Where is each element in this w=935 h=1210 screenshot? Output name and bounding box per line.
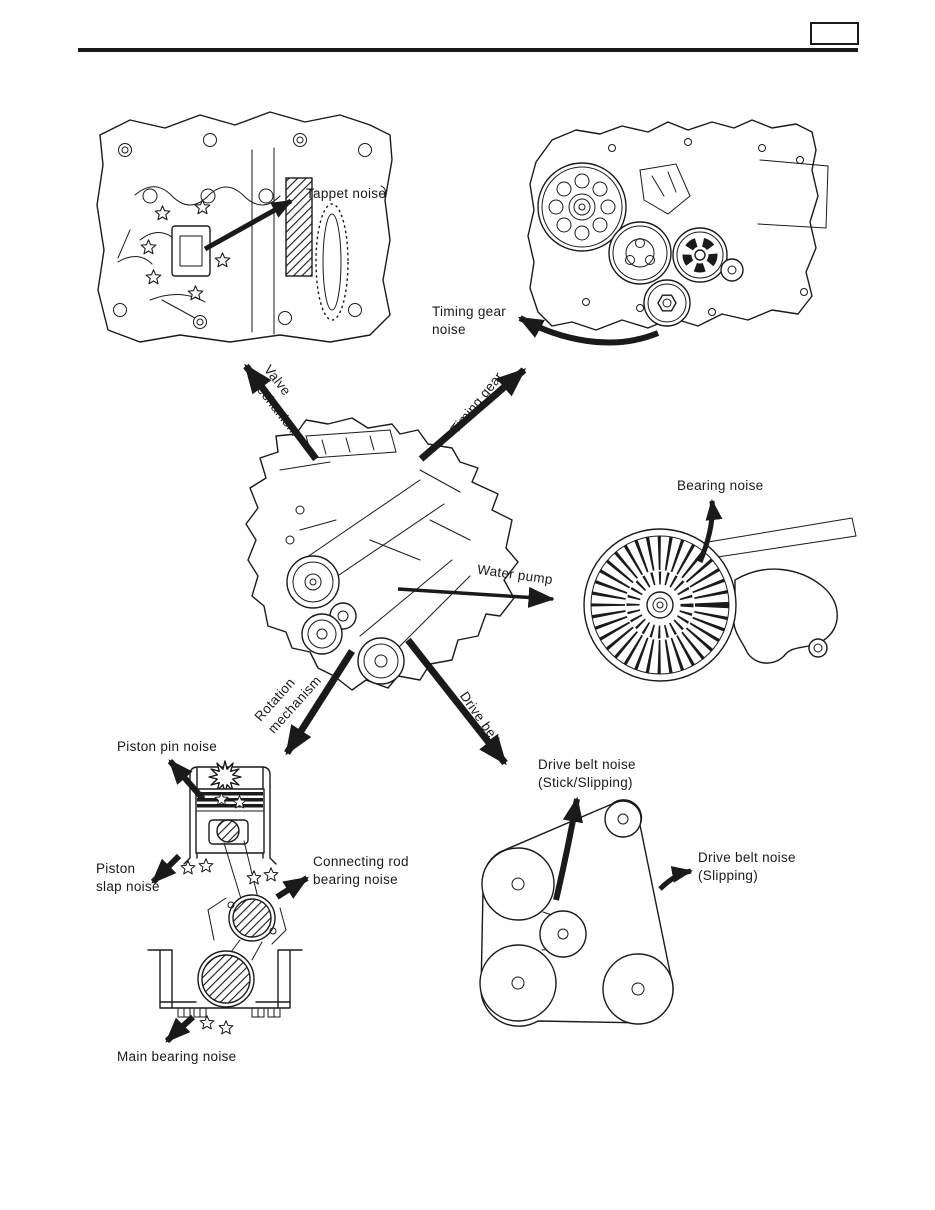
label-timing-gear-noise: Timing gear noise [432,304,507,337]
arrow-tappet-noise [203,198,293,252]
figure-piston-crank [147,759,310,1044]
arrow-timing-gear [418,367,527,462]
arrow-rotation-mechanism [284,649,355,756]
page-reference-box [810,22,859,45]
arrow-timing-gear-noise [517,315,660,346]
arrow-bearing-noise [697,499,723,563]
figure-cylinder-head [96,111,393,343]
header-rule [78,48,858,52]
figure-drive-belt-layout [479,796,693,1027]
figure-fan-clutch [583,499,857,682]
figure-engine-assembly [245,417,519,691]
arrow-connecting-rod-bearing-noise [275,875,310,900]
arrow-piston-pin-noise [167,759,206,801]
figure-timing-gears [517,119,829,346]
arrow-main-bearing-noise [164,1014,196,1044]
arrow-drive-belt [405,637,508,766]
label-tappet-noise: Tappet noise [306,186,387,201]
label-bearing-noise: Bearing noise [677,478,764,493]
callout-arrows [243,363,555,766]
label-drive-belt-noise-stick-slipping: Drive belt noise (Stick/Slipping) [538,757,636,790]
label-piston-slap-noise: Piston slap noise [96,861,160,894]
label-connecting-rod-bearing-noise: Connecting rod bearing noise [313,854,409,887]
arrow-water-pump [397,586,555,608]
label-main-bearing-noise: Main bearing noise [117,1049,237,1064]
arrow-piston-slap-noise [150,853,182,885]
arrow-drive-belt-noise-stick-slipping [553,796,583,901]
label-piston-pin-noise: Piston pin noise [117,739,218,754]
arrow-drive-belt-noise-slipping [658,866,693,891]
label-drive-belt-noise-slipping: Drive belt noise (Slipping) [698,850,796,883]
arrow-valve-mechanism [243,363,319,462]
